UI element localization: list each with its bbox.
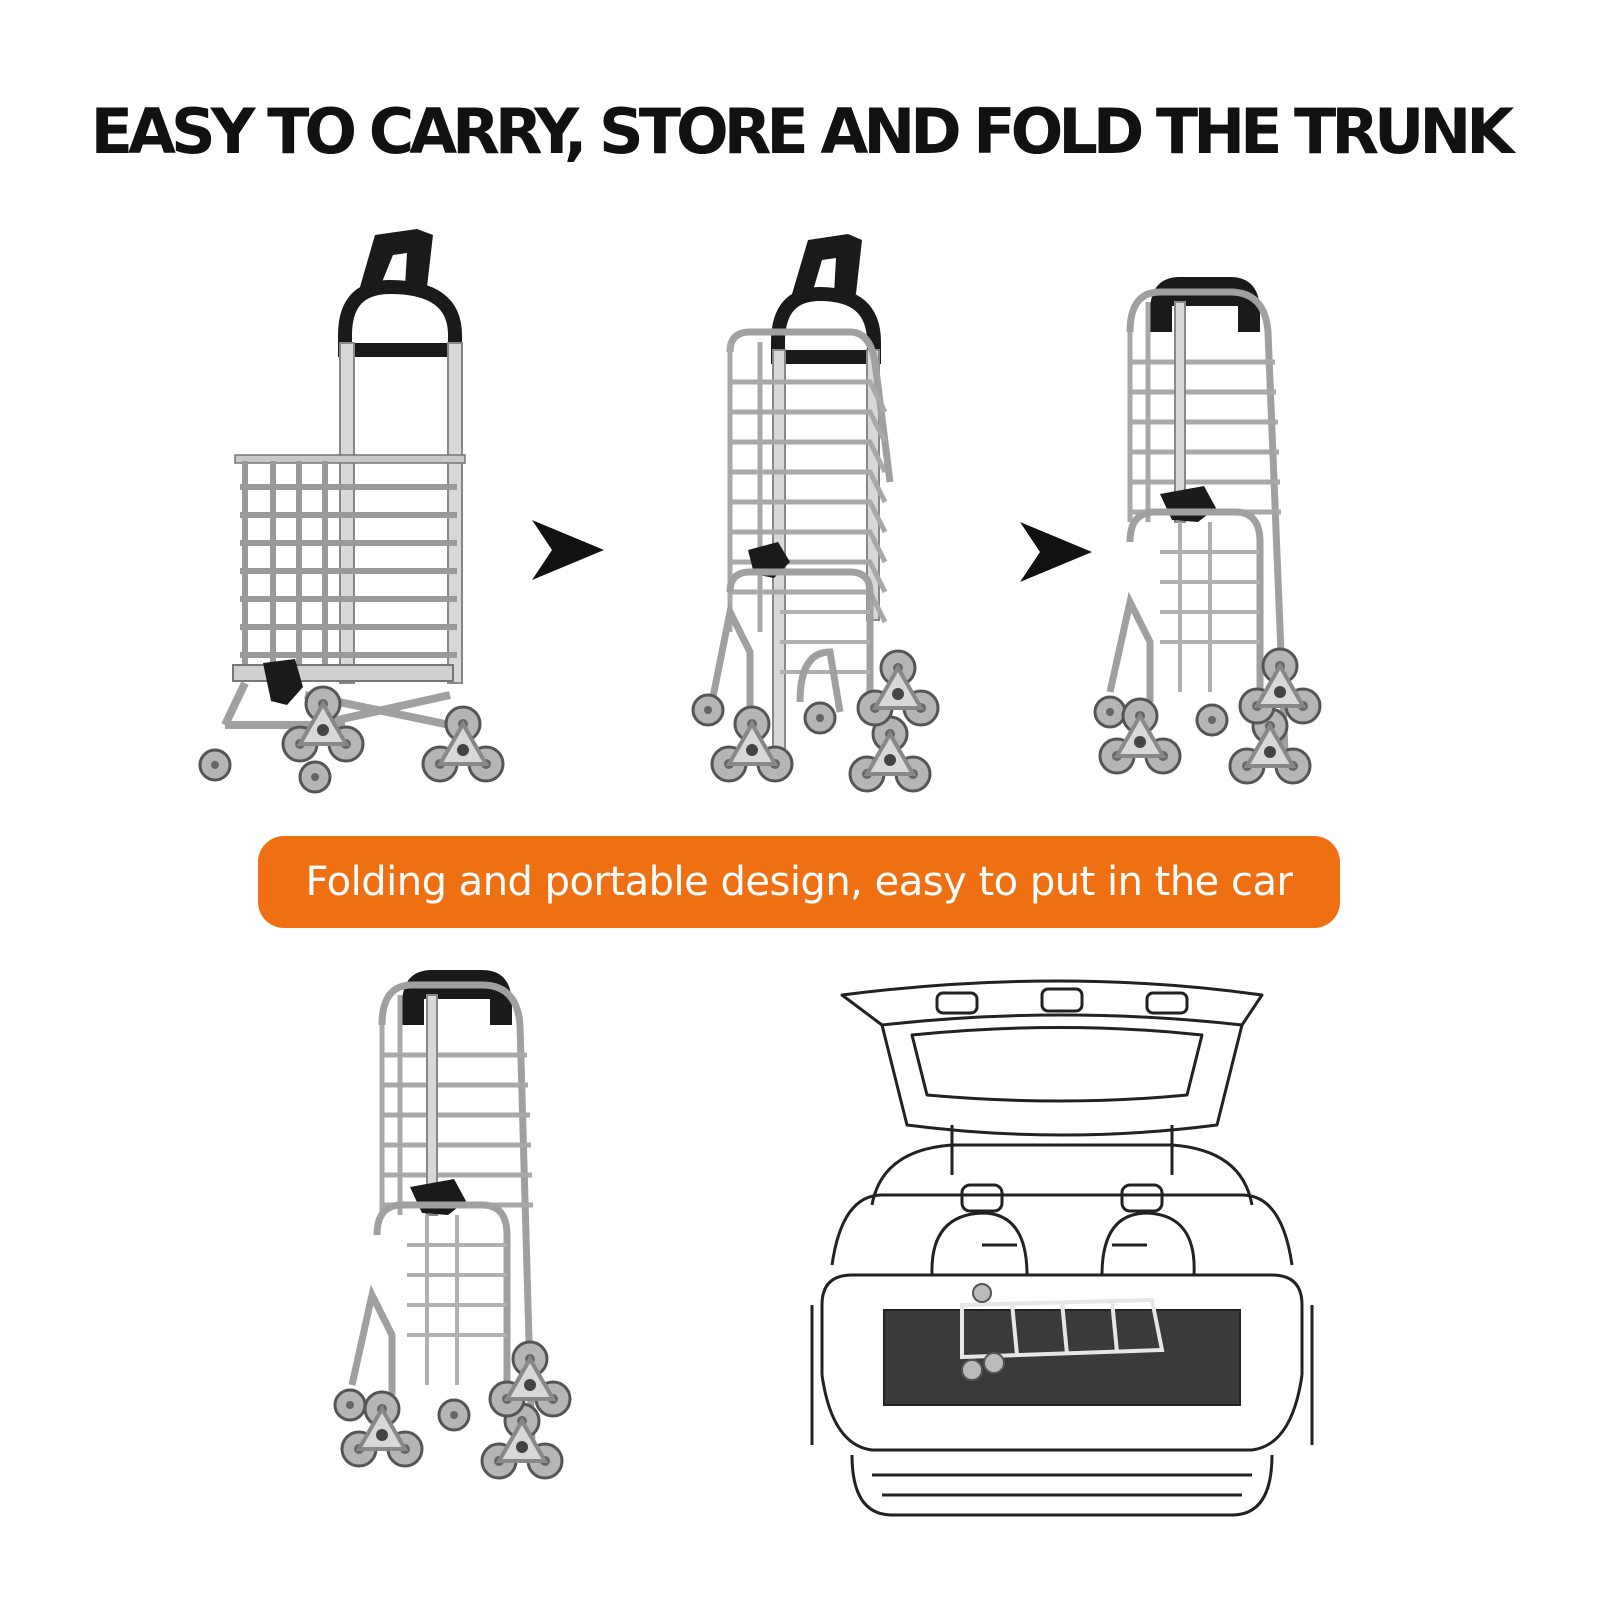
car-trunk-illustration (810, 975, 1314, 1535)
half-folded-cart-illustration (690, 232, 960, 822)
arrow-right-icon (1020, 522, 1092, 582)
banner-text: Folding and portable design, easy to put… (305, 859, 1293, 905)
headline: EASY TO CARRY, STORE AND FOLD THE TRUNK (90, 95, 1515, 168)
bottom-folded-cart-illustration (332, 965, 582, 1525)
unfolded-cart-illustration (195, 225, 525, 815)
folded-cart-illustration (1093, 272, 1350, 832)
arrow-right-icon (532, 520, 604, 580)
feature-banner: Folding and portable design, easy to put… (258, 836, 1340, 928)
